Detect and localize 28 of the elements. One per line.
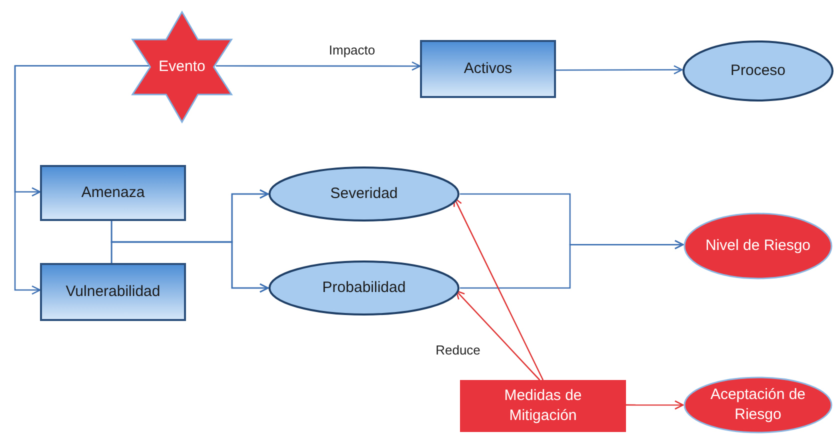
node-label: Vulnerabilidad — [64, 282, 162, 302]
outcome-ellipse — [683, 212, 833, 280]
node-label: Evento — [158, 57, 206, 77]
node-label: Aceptación de Riesgo — [709, 385, 807, 425]
process-ellipse — [268, 260, 460, 316]
node-label: Medidas de Mitigación — [503, 386, 583, 426]
process-box — [40, 263, 186, 321]
edge-label: Reduce — [434, 342, 482, 358]
arrow — [110, 241, 269, 293]
process-box — [420, 40, 556, 98]
arrow — [626, 400, 684, 410]
node-label: Nivel de Riesgo — [704, 236, 812, 256]
arrow — [460, 240, 684, 289]
arrow — [454, 197, 544, 380]
arrow — [216, 61, 421, 71]
node-label: Proceso — [729, 61, 787, 81]
arrow — [456, 290, 540, 380]
action-box — [460, 380, 626, 432]
outcome-ellipse — [683, 376, 833, 434]
arrow — [556, 65, 683, 74]
node-label: Probabilidad — [321, 278, 407, 298]
node-label: Activos — [462, 59, 514, 79]
node-label: Severidad — [329, 184, 399, 204]
process-box — [40, 165, 186, 221]
process-ellipse — [268, 166, 460, 222]
node-label: Amenaza — [80, 183, 146, 203]
arrow — [14, 65, 150, 295]
process-ellipse — [682, 40, 834, 102]
